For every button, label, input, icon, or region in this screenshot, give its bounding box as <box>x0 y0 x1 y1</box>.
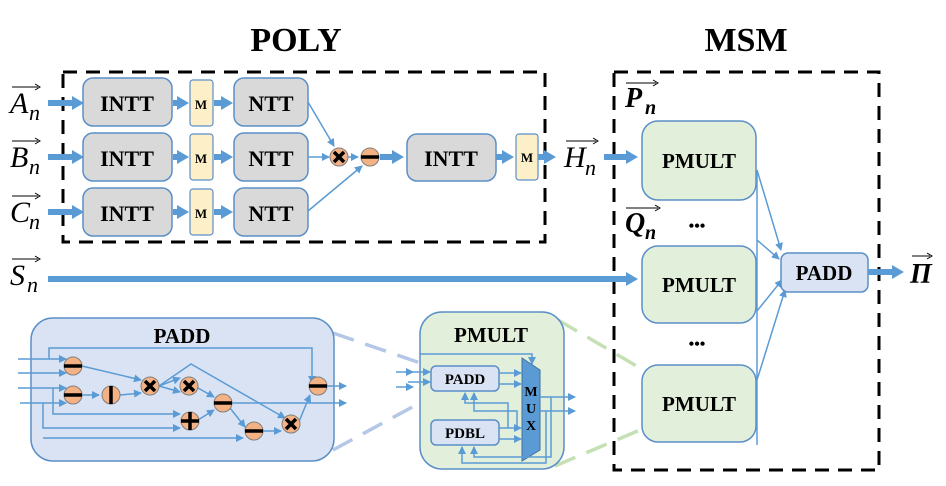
ntt-label: NTT <box>248 201 294 226</box>
svg-text:INTT: INTT <box>424 146 478 171</box>
input-c-label: C n <box>10 192 41 234</box>
intt-block <box>82 187 173 237</box>
callout-line <box>332 331 433 369</box>
input-s-label: S n <box>10 255 41 297</box>
callout-line <box>557 318 641 370</box>
svg-text:M: M <box>195 206 207 221</box>
pmult-padd-block <box>430 365 500 392</box>
svg-text:PMULT: PMULT <box>662 273 736 297</box>
svg-text:PMULT: PMULT <box>662 149 736 173</box>
poly-row-2: INTT M NTT <box>82 132 309 182</box>
svg-text:Q: Q <box>625 208 645 239</box>
svg-text:H: H <box>563 141 588 174</box>
p-label: P n <box>624 79 659 119</box>
subtract-op-icon <box>63 356 83 376</box>
svg-text:PDBL: PDBL <box>445 426 485 442</box>
pmult-block-2 <box>641 245 757 324</box>
pmult-block-1 <box>641 120 757 201</box>
ntt-block <box>233 187 309 237</box>
padd-detail-panel: PADD <box>18 317 347 462</box>
pmult-block-3 <box>641 364 757 443</box>
svg-text:PADD: PADD <box>445 372 486 388</box>
svg-text:n: n <box>645 222 656 244</box>
svg-text:U: U <box>526 402 536 417</box>
pmult-detail-panel: PMULT PADD PDBL M U X <box>408 311 576 470</box>
svg-text:n: n <box>585 155 596 180</box>
svg-text:n: n <box>645 97 656 119</box>
m-block <box>189 133 214 181</box>
h-label: H n <box>563 137 599 180</box>
svg-text:A: A <box>8 87 29 120</box>
svg-text:M: M <box>524 385 537 400</box>
svg-text:n: n <box>29 209 40 234</box>
poly-title: POLY <box>250 22 341 59</box>
svg-text:M: M <box>195 97 207 112</box>
pi-output-label: Π <box>909 252 933 290</box>
svg-text:B: B <box>10 141 28 174</box>
svg-text:S: S <box>10 259 25 292</box>
svg-text:n: n <box>29 154 40 179</box>
svg-text:PADD: PADD <box>796 261 853 285</box>
q-label: Q n <box>625 204 661 244</box>
m-block <box>189 79 214 127</box>
subtract-op-icon <box>244 421 264 441</box>
intt-label: INTT <box>100 91 154 116</box>
ntt-label: NTT <box>248 91 294 116</box>
pdbl-block <box>430 419 500 446</box>
m-block <box>189 188 214 236</box>
multiply-op-icon <box>281 414 301 434</box>
poly-row-3: INTT M NTT <box>82 187 309 237</box>
svg-text:n: n <box>29 100 40 125</box>
ellipsis-1: ••• <box>689 218 706 235</box>
msm-title: MSM <box>704 22 787 59</box>
ellipsis-2: ••• <box>689 336 706 353</box>
svg-text:Π: Π <box>909 259 933 290</box>
wire <box>307 165 363 212</box>
svg-text:PADD: PADD <box>154 324 211 348</box>
svg-text:P: P <box>624 83 643 114</box>
svg-text:X: X <box>526 419 536 434</box>
intt-label: INTT <box>100 146 154 171</box>
add-op-icon <box>180 411 200 431</box>
callout-line <box>554 428 641 468</box>
wire <box>307 101 335 147</box>
ntt-label: NTT <box>248 146 294 171</box>
svg-text:M: M <box>195 151 207 166</box>
multiply-op-icon <box>179 376 199 396</box>
svg-text:C: C <box>10 196 31 229</box>
poly-row-1: INTT M NTT <box>82 77 309 127</box>
svg-text:M: M <box>521 150 533 165</box>
subtract-op-icon <box>308 376 328 396</box>
intt-block <box>82 77 173 127</box>
callout-line <box>332 390 441 452</box>
multiply-op-icon <box>329 147 349 167</box>
input-a-label: A n <box>8 83 41 125</box>
svg-text:n: n <box>27 272 38 297</box>
input-b-label: B n <box>10 137 41 179</box>
subtract-op-icon <box>360 147 380 167</box>
mux-block <box>521 357 541 462</box>
svg-text:PMULT: PMULT <box>454 323 528 347</box>
svg-text:PMULT: PMULT <box>662 392 736 416</box>
intt-label: INTT <box>100 201 154 226</box>
multiply-op-icon <box>140 376 160 396</box>
subtract-op-icon <box>63 385 83 405</box>
subtract-op-icon <box>213 393 233 413</box>
intt-block <box>82 132 173 182</box>
divide-op-icon <box>101 385 121 405</box>
